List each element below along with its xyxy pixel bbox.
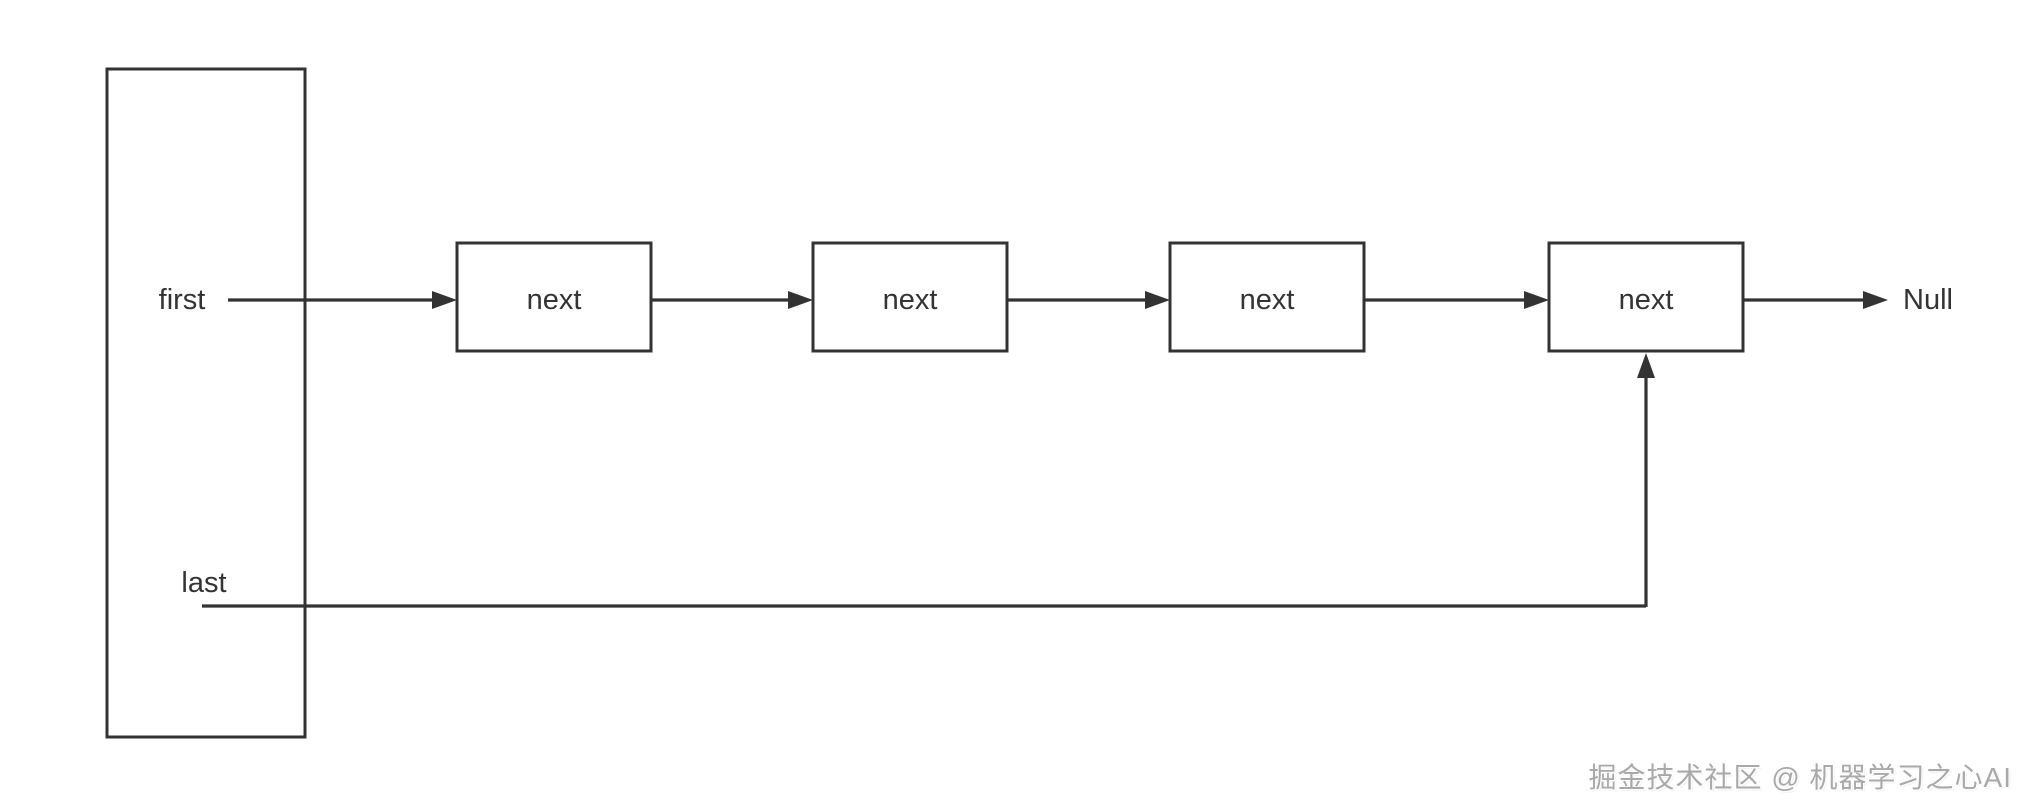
node-2-label: next [883,284,938,316]
node-3-label: next [1240,284,1295,316]
node-3-box [1168,241,1366,353]
node-2: next [811,241,1009,353]
list-container-box [105,67,307,739]
first-pointer-label: first [159,284,206,316]
node-2-box [811,241,1009,353]
node-1-box [455,241,653,353]
node-1: next [455,241,653,353]
node-4-label: next [1619,284,1674,316]
arrow-head-1-2-icon [788,291,813,309]
null-label: Null [1903,284,1953,316]
node-1-label: next [527,284,582,316]
arrow-head-3-4-icon [1524,291,1549,309]
arrow-head-4-null-icon [1863,291,1888,309]
node-3: next [1168,241,1366,353]
watermark-text: 掘金技术社区 @ 机器学习之心AI [1588,762,2012,793]
last-pointer-label: last [181,567,226,599]
node-4: next [1547,241,1745,353]
first-arrow-head-icon [432,291,457,309]
arrow-head-2-3-icon [1145,291,1170,309]
last-arrow-head-icon [1637,353,1655,378]
node-4-box [1547,241,1745,353]
